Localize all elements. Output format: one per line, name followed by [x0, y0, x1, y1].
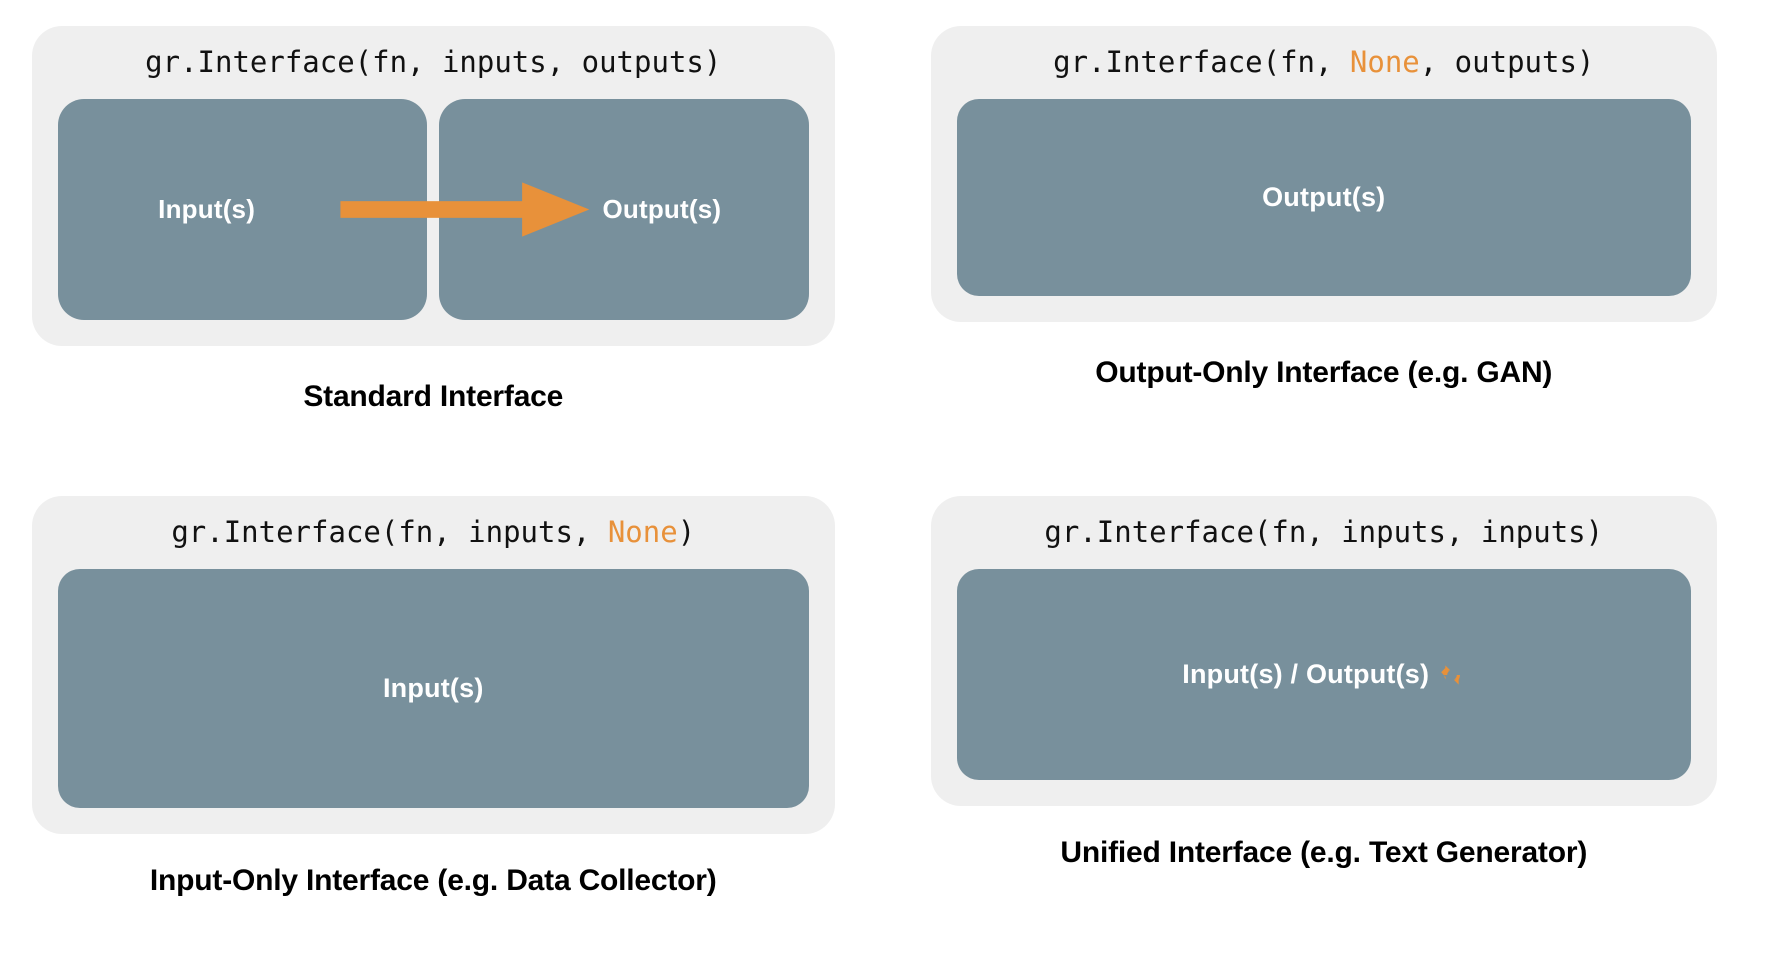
box-row-unified: Input(s) / Output(s): [956, 568, 1691, 780]
panel-output-only: gr.Interface(fn, None, outputs) Output(s…: [883, 0, 1765, 488]
code-signature-standard: gr.Interface(fn, inputs, outputs): [145, 48, 721, 77]
panel-input-only-body: gr.Interface(fn, inputs, None) Input(s): [32, 495, 835, 834]
code-segment-plain-a: gr.Interface(fn, inputs,: [171, 514, 608, 549]
code-signature-input-only: gr.Interface(fn, inputs, None): [171, 514, 696, 549]
panel-unified: gr.Interface(fn, inputs, inputs) Input(s…: [883, 488, 1765, 975]
panel-input-only: gr.Interface(fn, inputs, None) Input(s) …: [0, 488, 883, 975]
code-segment-plain-a: gr.Interface(fn,: [1053, 45, 1350, 79]
input-box-only[interactable]: Input(s): [58, 568, 809, 808]
code-segment-plain-b: ): [677, 514, 696, 549]
output-box-only[interactable]: Output(s): [956, 99, 1691, 296]
output-box-label: Output(s): [602, 194, 722, 224]
code-segment-none: None: [1349, 45, 1420, 79]
caption-output-only: Output-Only Interface (e.g. GAN): [1095, 356, 1553, 389]
caption-unified: Unified Interface (e.g. Text Generator): [1060, 835, 1588, 869]
input-box-standard[interactable]: Input(s): [58, 99, 428, 320]
output-box-standard[interactable]: Output(s): [439, 99, 809, 320]
circular-arrows-icon: [1439, 662, 1465, 688]
code-signature-output-only: gr.Interface(fn, None, outputs): [1053, 48, 1594, 77]
code-signature-unified: gr.Interface(fn, inputs, inputs): [1044, 514, 1604, 549]
box-row-input-only: Input(s): [58, 568, 809, 808]
input-output-box-label: Input(s) / Output(s): [1182, 658, 1430, 689]
caption-input-only: Input-Only Interface (e.g. Data Collecto…: [149, 863, 717, 897]
input-output-box-label-wrap: Input(s) / Output(s): [1182, 659, 1465, 690]
code-segment-plain: gr.Interface(fn, inputs, inputs): [1044, 514, 1604, 549]
input-box-label: Input(s): [382, 672, 484, 703]
code-segment-plain: gr.Interface(fn, inputs, outputs): [145, 45, 722, 79]
code-segment-plain-b: , outputs): [1419, 45, 1595, 79]
panel-output-only-body: gr.Interface(fn, None, outputs) Output(s…: [930, 26, 1717, 322]
panel-standard: gr.Interface(fn, inputs, outputs) Input(…: [0, 0, 883, 488]
output-box-label: Output(s): [1262, 182, 1386, 212]
input-box-label: Input(s): [158, 194, 256, 224]
input-output-box-unified[interactable]: Input(s) / Output(s): [956, 568, 1691, 780]
caption-standard: Standard Interface: [303, 380, 564, 413]
panel-unified-body: gr.Interface(fn, inputs, inputs) Input(s…: [930, 495, 1717, 806]
box-row-standard: Input(s) Output(s): [58, 99, 809, 320]
box-row-output-only: Output(s): [956, 99, 1691, 296]
panel-standard-body: gr.Interface(fn, inputs, outputs) Input(…: [32, 26, 835, 346]
code-segment-none: None: [607, 514, 678, 549]
